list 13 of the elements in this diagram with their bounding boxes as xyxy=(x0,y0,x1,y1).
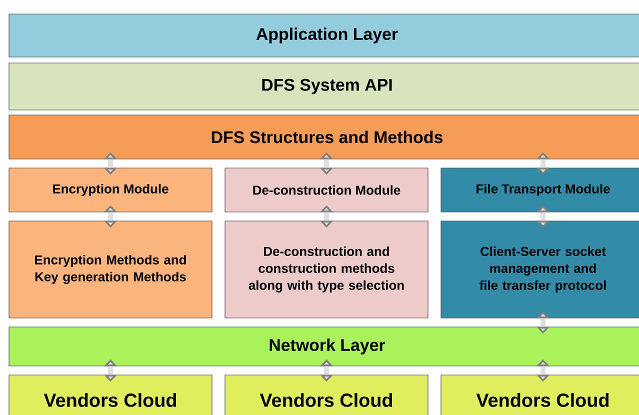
module-box: De-construction and construction methods along with type selection xyxy=(224,220,428,318)
module-box: De-construction Module xyxy=(224,168,428,212)
layer-band: Network Layer xyxy=(8,326,639,366)
layer-band: DFS System API xyxy=(8,62,639,110)
cloud-box: Vendors Cloud xyxy=(8,374,212,415)
module-box: Client-Server socket management and file transfer protocol xyxy=(440,220,639,318)
cloud-box: Vendors Cloud xyxy=(440,374,639,415)
module-box: File Transport Module xyxy=(440,168,639,212)
module-box: Encryption Methods and Key generation Methods xyxy=(8,220,212,318)
layer-band: DFS Structures and Methods xyxy=(8,114,639,160)
layer-band: Application Layer xyxy=(8,14,639,58)
module-box: Encryption Module xyxy=(8,168,212,212)
cloud-box: Vendors Cloud xyxy=(224,374,428,415)
